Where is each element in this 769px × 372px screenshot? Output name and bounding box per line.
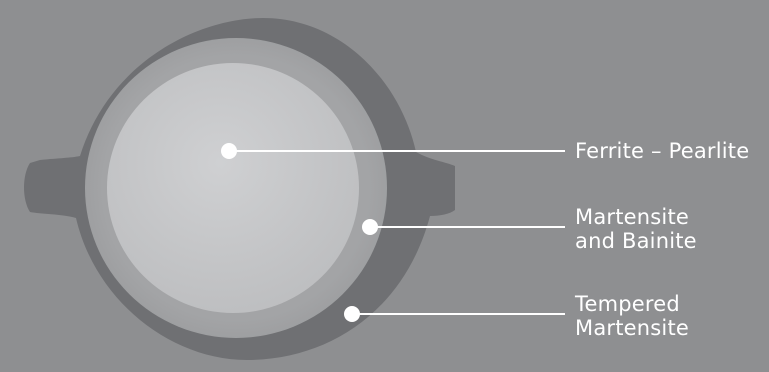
callout-martensite-bainite [362, 219, 565, 235]
label-martensite-bainite: Martensite and Bainite [575, 205, 697, 253]
callout-tempered-martensite [344, 306, 565, 322]
label-line: Ferrite – Pearlite [575, 139, 750, 163]
core-zone [107, 63, 359, 313]
callout-dot [344, 306, 360, 322]
label-line: and Bainite [575, 229, 697, 253]
label-line: Martensite [575, 316, 690, 340]
callout-ferrite-pearlite [221, 143, 565, 159]
label-ferrite-pearlite: Ferrite – Pearlite [575, 139, 749, 163]
label-line: Martensite [575, 205, 690, 229]
callout-dot [362, 219, 378, 235]
label-tempered-martensite: Tempered Martensite [575, 292, 689, 340]
callout-dot [221, 143, 237, 159]
label-line: Tempered [575, 292, 680, 316]
